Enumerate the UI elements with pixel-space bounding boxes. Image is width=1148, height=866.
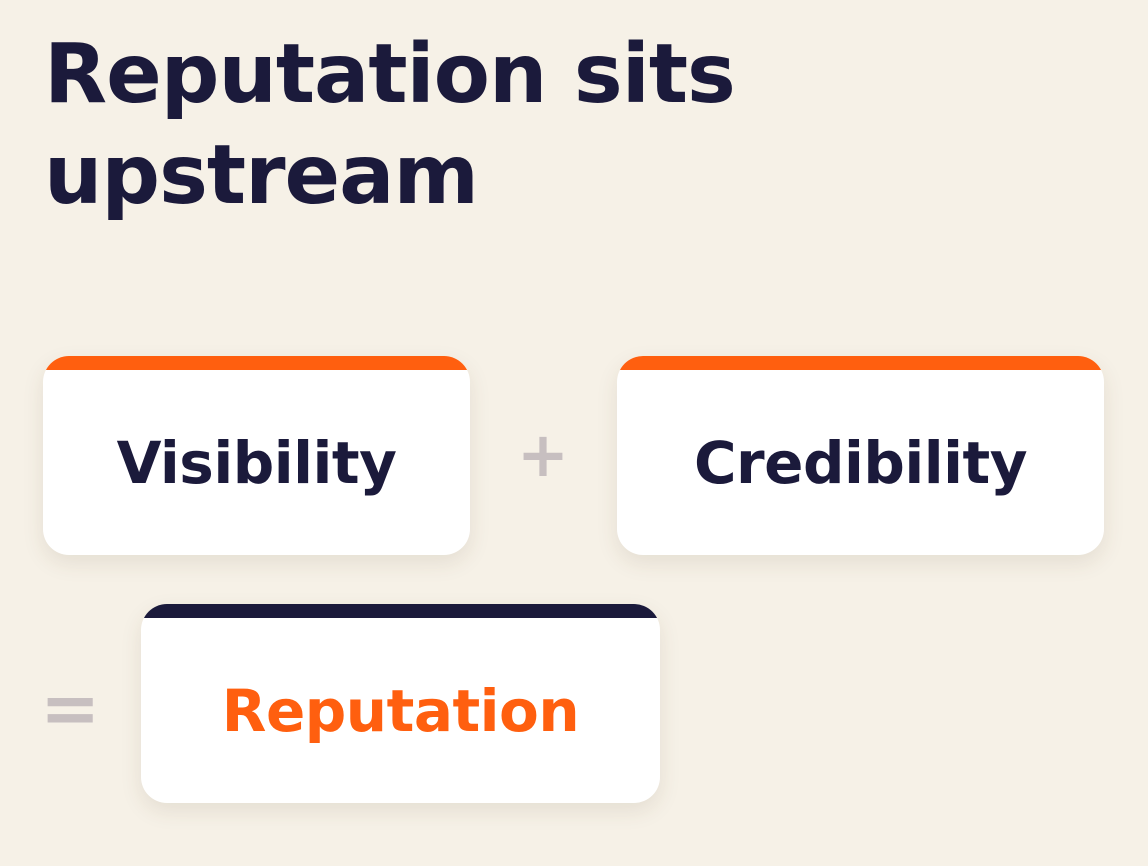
equals-operator: =	[40, 666, 101, 750]
credibility-label: Credibility	[693, 428, 1028, 497]
visibility-card: Visibility	[43, 356, 470, 555]
credibility-card: Credibility	[617, 356, 1104, 555]
page-title: Reputation sits upstream	[44, 27, 736, 223]
reputation-label: Reputation	[221, 676, 580, 745]
visibility-label: Visibility	[116, 428, 397, 497]
reputation-card-accent-bar	[141, 604, 660, 618]
credibility-card-accent-bar	[617, 356, 1104, 370]
reputation-card: Reputation	[141, 604, 660, 803]
visibility-card-accent-bar	[43, 356, 470, 370]
plus-operator: +	[517, 418, 569, 491]
